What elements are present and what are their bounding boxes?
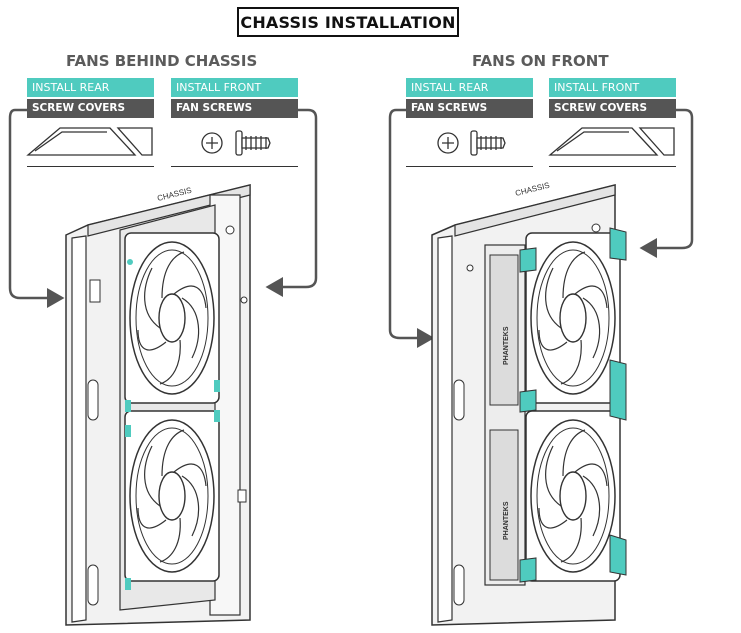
page-title: CHASSIS INSTALLATION [237,7,459,37]
left-step2-underline [171,166,298,167]
screw-icon [201,130,271,156]
screw-cover-icon [26,127,153,156]
right-arrow-front [639,108,694,258]
right-step1-line2: FAN SCREWS [406,99,533,118]
left-step2-line1: INSTALL FRONT [171,78,298,97]
right-step2-line1: INSTALL FRONT [549,78,676,97]
screw-icon [437,130,506,156]
left-arrow-front [265,108,318,297]
screw-cover-icon [548,127,675,156]
right-chassis-label: CHASSIS [514,181,550,198]
right-step1-underline [406,166,533,167]
left-chassis [65,184,251,626]
left-step1-underline [27,166,154,167]
right-section-heading: FANS ON FRONT [472,52,609,70]
right-fan-brand-top: PHANTEKS [503,326,510,365]
right-step1-line1: INSTALL REAR [406,78,533,97]
right-step2-underline [549,166,676,167]
right-fan-brand-bottom: PHANTEKS [503,501,510,540]
left-step2-line2: FAN SCREWS [171,99,298,118]
left-step1-line1: INSTALL REAR [27,78,154,97]
left-step1-line2: SCREW COVERS [27,99,154,118]
left-arrow-rear [8,108,65,308]
left-section-heading: FANS BEHIND CHASSIS [66,52,258,70]
right-chassis [431,184,627,626]
right-arrow-rear [388,108,435,348]
right-step2-line2: SCREW COVERS [549,99,676,118]
